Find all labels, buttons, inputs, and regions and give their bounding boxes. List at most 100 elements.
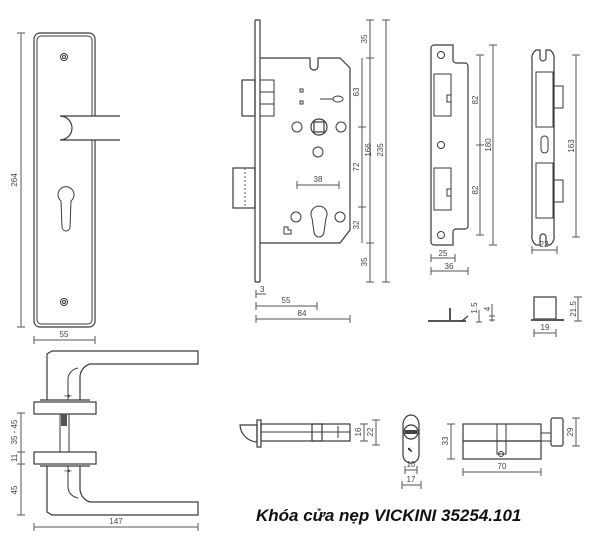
- dim-knob: 29: [566, 427, 575, 436]
- dim-upper: 63: [352, 87, 361, 96]
- dead-bolt: [232, 167, 256, 209]
- dim-total-height: 235: [376, 143, 385, 157]
- bolt-tab: [446, 188, 452, 197]
- dim-middle: 72: [352, 162, 361, 171]
- dim-rose-thickness: 35 - 45: [10, 419, 19, 444]
- dim-bottom: 35: [360, 257, 369, 266]
- strike-box-profile: [533, 296, 557, 320]
- latch-bolt: [241, 79, 256, 117]
- strike-box-upper-tab: [553, 85, 564, 109]
- cylinder-hole: [310, 205, 328, 238]
- strike-screw-top: [437, 51, 445, 59]
- dim-lip-height: 4: [483, 306, 492, 311]
- dim-strike-total: 180: [484, 138, 493, 152]
- lock-case: [260, 57, 351, 244]
- dim-cylinder-height: 33: [441, 436, 450, 445]
- strike-box-lower-slot: [535, 162, 554, 219]
- strike-box-drawing: 163 22 19 21.5: [531, 49, 582, 337]
- strike-lip-curve: [461, 315, 469, 322]
- small-hole: [299, 100, 304, 105]
- upper-rose: [33, 401, 97, 415]
- cylinder-screw-hole: [498, 451, 504, 457]
- knob-stem: [540, 432, 552, 442]
- faceplate-drawing: 264 55: [10, 32, 120, 344]
- dim-lever-length: 147: [109, 517, 123, 526]
- strike-box-lower-tab: [553, 179, 564, 203]
- strike-box-outline: [531, 49, 555, 246]
- spindle-thread: [61, 414, 67, 426]
- dim-faceplate-height: 264: [10, 173, 19, 187]
- lock-body-drawing: 38 35 35 63 72 32 166 235 3 55 84: [232, 19, 390, 323]
- dim-strike-outer-width: 36: [445, 262, 454, 271]
- dim-lip-thickness: 1.5: [470, 302, 479, 314]
- screw-hole-bottom-inner: [62, 300, 66, 304]
- mount-hole: [291, 121, 303, 133]
- cylinder-end-drawing: ⬉ 10 17: [401, 414, 422, 489]
- handle-side-drawing: ▪▪◆▪ ▪▪◆▪ 35 - 45 11 45 147: [10, 350, 199, 531]
- dim-strike-lower: 82: [471, 185, 480, 194]
- cylinder-face: [403, 424, 419, 440]
- dim-faceplate-width: 55: [60, 330, 69, 339]
- switch-symbol: [332, 95, 344, 103]
- latch-tab: [446, 94, 452, 103]
- key-icon: ⬉: [407, 447, 413, 454]
- cylinder-turn-slot: [405, 430, 417, 434]
- dim-strike-box-width: 22: [540, 240, 549, 249]
- upper-lever-inner: [67, 367, 79, 400]
- dim-spindle-inner: 16: [354, 427, 363, 436]
- faceplate-inner: [36, 35, 93, 325]
- dim-gap: 11: [10, 453, 19, 462]
- dim-strike-box-height: 163: [567, 139, 576, 153]
- cylinder-body-lower: [462, 440, 542, 460]
- upper-lever: [46, 350, 199, 400]
- dim-strike-inner-width: 25: [439, 249, 448, 258]
- follower-square: [313, 121, 325, 133]
- strike-screw-bottom: [437, 231, 445, 239]
- dim-top: 35: [360, 34, 369, 43]
- screw-hole-top: [60, 53, 68, 61]
- dim-lower: 32: [352, 220, 361, 229]
- cylinder-profile: [402, 414, 420, 464]
- spindle-block: [311, 423, 323, 442]
- mount-hole: [290, 211, 302, 223]
- spindle-tail: [239, 424, 258, 443]
- small-hole: [299, 88, 304, 93]
- dim-body-height: 166: [364, 143, 373, 157]
- keyhole: [57, 186, 75, 232]
- dim-depth: 84: [298, 309, 307, 318]
- lower-lever-inner: [67, 466, 79, 499]
- mount-hole: [335, 121, 347, 133]
- dim-cylinder-length: 70: [498, 462, 507, 471]
- notch: [283, 226, 292, 235]
- lower-lever: [46, 466, 199, 516]
- brand-mark-upper: ▪▪◆▪: [64, 393, 72, 398]
- product-caption: Khóa cửa nẹp VICKINI 35254.101: [256, 506, 522, 525]
- dim-spindle-outer: 22: [366, 427, 375, 436]
- latch-bolt-body: [259, 79, 275, 117]
- dim-cylinder-end-outer: 17: [407, 475, 416, 484]
- cylinder-side-drawing: 33 70 29: [441, 417, 580, 476]
- screw-hole-top-inner: [62, 55, 66, 59]
- lever-handle-top-view: [59, 115, 120, 141]
- lower-rose: [33, 451, 97, 465]
- dim-cylinder-end-inner: 10: [407, 460, 416, 469]
- thumb-turn-knob: [550, 417, 564, 447]
- dim-backset: 55: [282, 296, 291, 305]
- dim-box-depth: 21.5: [569, 301, 578, 317]
- lock-faceplate: [254, 19, 261, 283]
- strike-box-mid-slot: [540, 135, 549, 154]
- dim-cylinder-spacing: 38: [314, 175, 323, 184]
- strike-plate-drawing: 82 82 180 25 36 1.5 4: [428, 44, 497, 323]
- dim-strike-upper: 82: [471, 95, 480, 104]
- dim-lever-height: 45: [10, 485, 19, 494]
- follower-hub: [310, 118, 328, 136]
- strike-plate-outline: [430, 44, 469, 246]
- mount-hole: [334, 211, 346, 223]
- dim-box-width: 19: [541, 323, 550, 332]
- strike-box-upper-slot: [535, 71, 554, 128]
- cylinder-cam: [496, 423, 507, 455]
- faceplate-outline: [33, 32, 96, 328]
- spindle-drawing: 16 22: [239, 419, 380, 448]
- mount-hole: [312, 146, 324, 158]
